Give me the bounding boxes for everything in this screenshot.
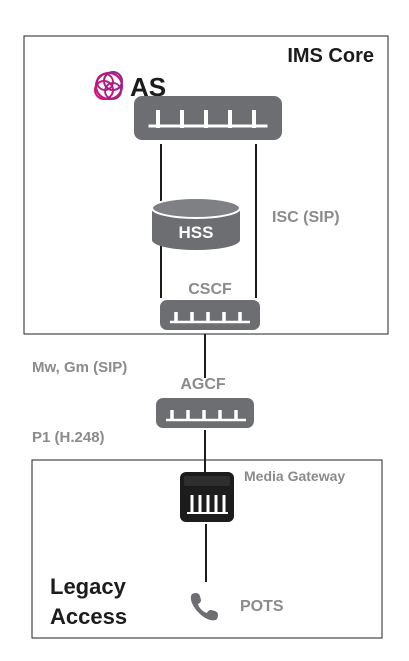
legacy-access-title-line1: Legacy bbox=[50, 574, 127, 599]
as-server-device bbox=[134, 96, 282, 140]
phone-icon bbox=[190, 592, 219, 621]
agcf-device bbox=[156, 398, 254, 428]
ims-core-title: IMS Core bbox=[287, 45, 374, 67]
as-logo-icon bbox=[94, 71, 124, 101]
pots-label: POTS bbox=[240, 598, 284, 615]
hss-label: HSS bbox=[179, 223, 214, 242]
cscf-device bbox=[160, 300, 260, 330]
mw-gm-sip-label: Mw, Gm (SIP) bbox=[32, 359, 127, 376]
p1-h248-label: P1 (H.248) bbox=[32, 429, 105, 446]
legacy-access-title-line2: Access bbox=[50, 604, 127, 629]
cscf-label: CSCF bbox=[188, 281, 232, 298]
media-gateway-icon bbox=[180, 472, 234, 522]
media-gateway-label: Media Gateway bbox=[244, 468, 345, 484]
isc-sip-label: ISC (SIP) bbox=[272, 209, 340, 226]
legacy-access-box bbox=[31, 459, 383, 639]
hss-database-icon bbox=[151, 197, 241, 250]
agcf-label: AGCF bbox=[180, 376, 226, 393]
